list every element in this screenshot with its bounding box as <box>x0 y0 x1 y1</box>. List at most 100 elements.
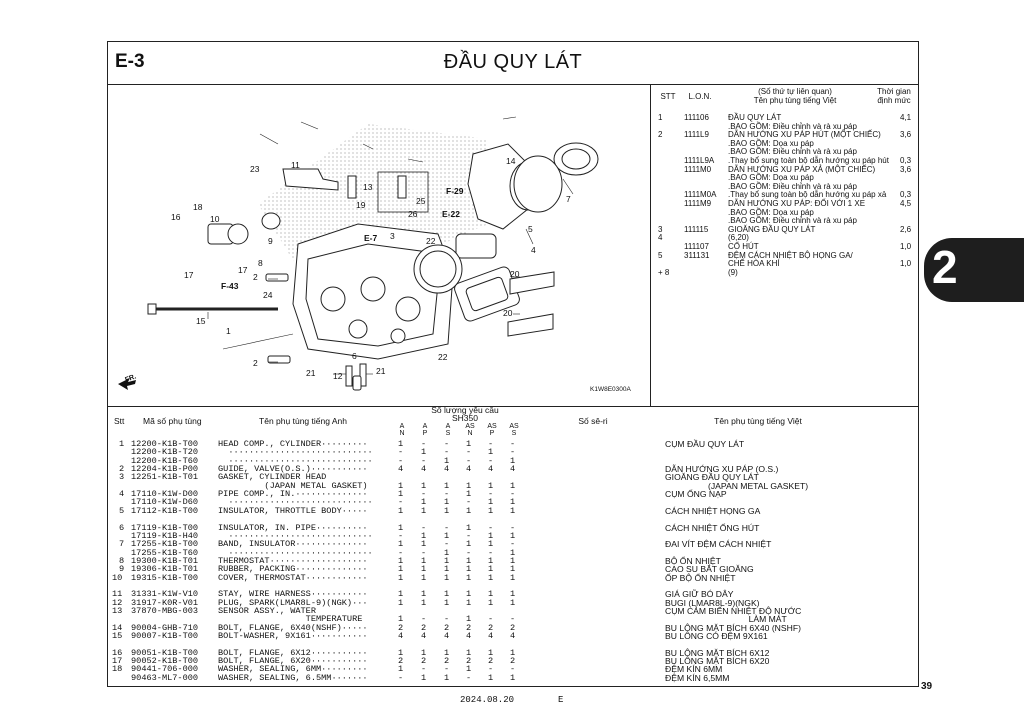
row-name-vn: CÁCH NHIỆT HỌNG GA <box>665 505 761 516</box>
row-part-number: 17255-K1B-T00 <box>131 539 199 550</box>
callout-17a: 17 <box>184 270 194 280</box>
parts-table: Stt Mã số phụ tùng Tên phụ tùng tiếng An… <box>108 406 918 689</box>
assembly-row-time: 4,1 <box>900 113 912 122</box>
callout-1: 1 <box>226 326 231 336</box>
row-qty: 1 <box>466 564 472 575</box>
row-qty: 4 <box>421 631 427 642</box>
row-name-en: ···························· <box>218 455 373 466</box>
panel-header-desc: (Số thứ tự liên quan) Tên phụ tùng tiếng… <box>753 87 837 105</box>
assembly-row-desc: .BAO GỒM: Điều chỉnh và rà xu páp <box>728 121 857 131</box>
assembly-row-desc: .Thay bổ sung toàn bộ dẫn hướng xu páp x… <box>728 190 887 200</box>
table-row: 12200-K1B-T20 ··························… <box>108 448 918 457</box>
assembly-time-panel: STT L.O.N. (Số thứ tự liên quan) Tên phụ… <box>650 84 918 406</box>
row-name-en: THERMOSTAT··················· <box>218 555 368 566</box>
assembly-row-time: 1,0 <box>900 242 912 251</box>
assembly-row: + 8(9) <box>650 267 918 277</box>
assembly-row-desc: DẪN HƯỚNG XU PÁP XẢ (MỘT CHIẾC) <box>728 164 876 174</box>
row-qty: 2 <box>398 656 404 667</box>
row-stt: 3 <box>119 472 125 483</box>
row-qty: - <box>444 439 450 449</box>
row-name-vn: BU LÔNG CÓ ĐỆM 9X161 <box>665 631 768 642</box>
row-name-vn: GIOĂNG ĐẦU QUY LÁT <box>665 472 759 483</box>
row-part-number: 31331-K1W-V10 <box>131 589 199 600</box>
assembly-row-time: 0,3 <box>900 190 912 200</box>
row-qty: 1 <box>488 572 494 583</box>
front-arrow-icon <box>118 378 136 390</box>
row-name-vn: (JAPAN METAL GASKET) <box>665 480 809 491</box>
row-qty: - <box>466 447 472 458</box>
assembly-row-desc: ĐỆM CÁCH NHIỆT BỘ HỌNG GA/ <box>728 250 853 260</box>
callout-4: 4 <box>531 245 536 255</box>
row-qty: 1 <box>444 530 450 541</box>
row-name-en: WASHER, SEALING, 6MM········· <box>218 664 368 675</box>
row-name-en: BOLT, FLANGE, 6X20··········· <box>218 656 368 667</box>
row-qty: - <box>421 614 427 625</box>
row-name-en: COVER, THERMOSTAT············ <box>218 572 368 583</box>
row-qty: - <box>510 539 516 550</box>
row-stt: 2 <box>119 464 125 475</box>
assembly-row: .BAO GỒM: Dọa xu páp <box>650 174 918 182</box>
row-qty: - <box>421 522 427 533</box>
callout-8: 8 <box>258 258 263 268</box>
assembly-row-desc: DẪN HƯỚNG XU PÁP HÚT (MỘT CHIẾC) <box>728 130 881 140</box>
row-qty: 1 <box>466 439 472 449</box>
row-qty: - <box>510 439 516 449</box>
row-qty: 1 <box>421 555 427 566</box>
row-qty: 1 <box>488 497 494 508</box>
row-qty: 1 <box>444 455 450 466</box>
row-qty: 1 <box>466 555 472 566</box>
callout-23: 23 <box>250 164 260 174</box>
row-qty: 1 <box>466 589 472 600</box>
row-qty: 1 <box>510 647 516 658</box>
row-stt: 11 <box>112 589 123 600</box>
row-qty: 1 <box>444 672 450 683</box>
row-name-vn: CÁCH NHIỆT ỐNG HÚT <box>665 522 760 533</box>
row-name-en: ···························· <box>218 530 373 541</box>
row-qty: - <box>444 489 450 500</box>
row-part-number: 90052-K1B-T00 <box>131 656 199 667</box>
row-qty: - <box>444 447 450 458</box>
row-qty: 1 <box>488 672 494 683</box>
row-qty: 1 <box>488 564 494 575</box>
row-stt: 16 <box>112 647 123 658</box>
callout-6: 6 <box>352 351 357 361</box>
row-stt: 9 <box>119 564 125 575</box>
assembly-row-time: 4,5 <box>900 199 912 208</box>
assembly-row-desc: (9) <box>728 267 738 277</box>
row-qty: - <box>510 447 516 458</box>
callout-20a: 20 <box>510 269 520 279</box>
row-name-vn: ĐAI VÍT ĐỆM CÁCH NHIỆT <box>665 539 772 550</box>
row-qty: - <box>398 455 404 466</box>
row-name-vn: BU LÔNG MẶT BÍCH 6X12 <box>665 647 770 658</box>
row-qty: - <box>421 439 427 449</box>
row-qty: - <box>444 614 450 625</box>
row-part-number: 31917-K0R-V01 <box>131 597 199 608</box>
row-qty: 1 <box>398 614 404 625</box>
assembly-row-time: 3,6 <box>900 130 912 140</box>
row-stt: 15 <box>112 631 123 642</box>
assembly-row-desc: .BAO GỒM: Điều chỉnh và rà xu páp <box>728 216 857 226</box>
row-stt: 10 <box>112 572 123 583</box>
assembly-row-desc: CỔ HÚT <box>728 242 759 251</box>
row-name-en: ···························· <box>218 447 373 458</box>
row-qty: 1 <box>421 672 427 683</box>
row-qty: 1 <box>488 555 494 566</box>
row-qty: 1 <box>466 614 472 625</box>
row-qty: - <box>466 497 472 508</box>
row-qty: 2 <box>421 656 427 667</box>
callout-22a: 22 <box>426 236 436 246</box>
row-qty: 1 <box>466 505 472 516</box>
row-stt: 18 <box>112 664 123 675</box>
row-stt: 4 <box>119 489 125 500</box>
row-qty: 1 <box>444 555 450 566</box>
row-qty: 1 <box>444 647 450 658</box>
panel-header-time: Thời gian định mức <box>877 87 911 105</box>
row-qty: - <box>421 664 427 675</box>
section-code: E-3 <box>115 51 145 72</box>
row-qty: - <box>466 547 472 558</box>
